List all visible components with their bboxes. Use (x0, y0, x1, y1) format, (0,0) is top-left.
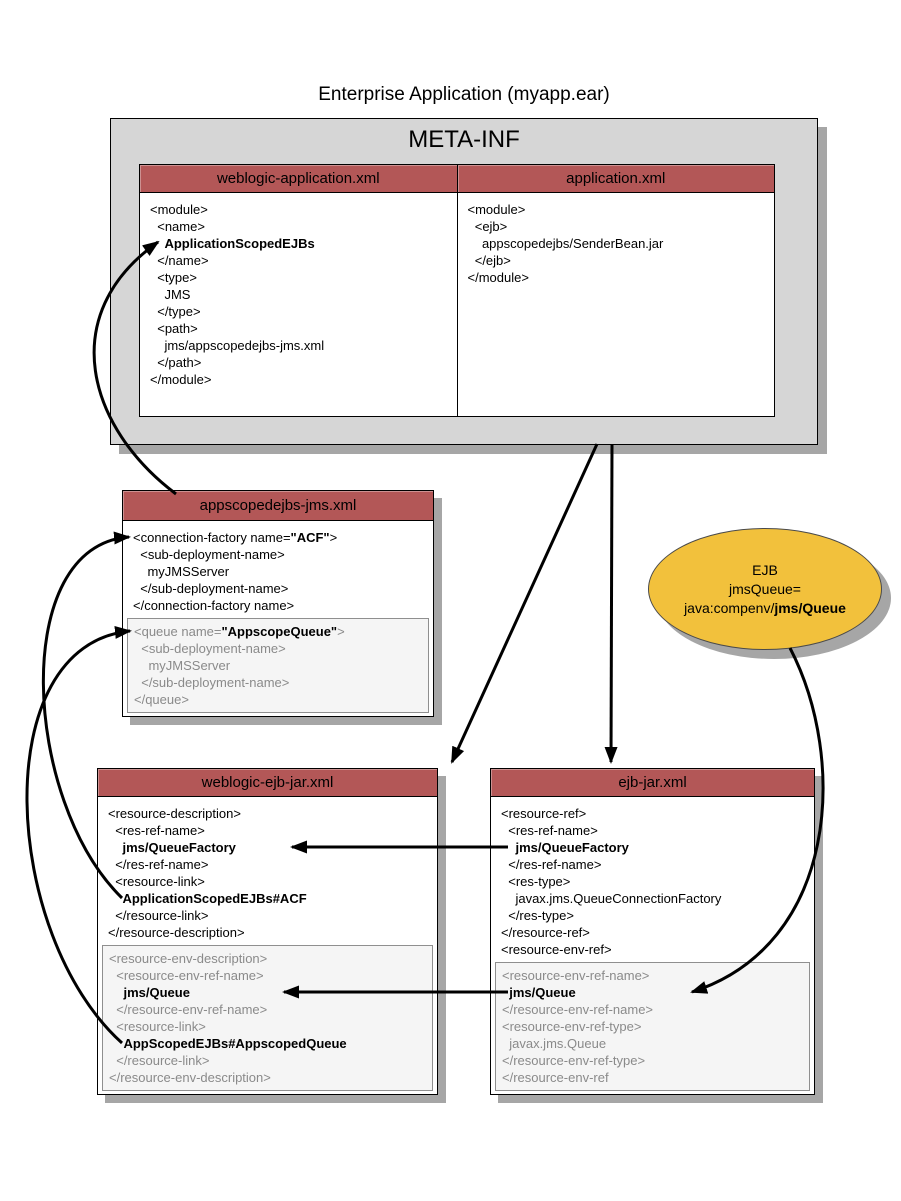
code-line: </resource-env-ref-name> (502, 1002, 654, 1017)
code-line: jms/appscopedejbs-jms.xml (150, 338, 325, 353)
code-line: </res-ref-name> (501, 857, 602, 872)
ejb-ellipse-text: EJB jmsQueue= java:compenv/jms/Queue (684, 561, 846, 618)
weblogic-application-xml-panel: weblogic-application.xml <module> <name>… (139, 164, 458, 417)
code-line: <ejb> (467, 219, 508, 234)
code-line: </connection-factory name> (133, 598, 295, 613)
code-line: java:compenv/jms/Queue (684, 599, 846, 616)
code-line: <resource-link> (109, 1019, 206, 1034)
code-line: <type> (150, 270, 197, 285)
code-line: </sub-deployment-name> (134, 675, 290, 690)
code-line: JMS (150, 287, 191, 302)
code-line: </resource-env-description> (109, 1070, 271, 1085)
application-xml-header: application.xml (457, 165, 774, 193)
code-line: <res-ref-name> (108, 823, 205, 838)
code-line: </module> (467, 270, 529, 285)
code-line: jmsQueue= (729, 580, 801, 597)
code-line: <resource-description> (108, 806, 241, 821)
code-line: </sub-deployment-name> (133, 581, 289, 596)
code-line: </queue> (134, 692, 189, 707)
code-line: jms/Queue (509, 985, 576, 1000)
resource-env-ref-code: <resource-env-ref-name> jms/Queue </resou… (495, 962, 810, 1091)
metainf-descriptor-columns: weblogic-application.xml <module> <name>… (139, 164, 776, 417)
code-line: AppScopedEJBs#AppscopedQueue (123, 1036, 347, 1051)
code-line: <res-type> (501, 874, 571, 889)
code-line: </module> (150, 372, 212, 387)
application-xml-panel: application.xml <module> <ejb> appscoped… (456, 164, 775, 417)
code-line: </res-ref-name> (108, 857, 209, 872)
code-line: <module> (467, 202, 526, 217)
code-line: <resource-env-ref-name> (502, 968, 650, 983)
code-line: </name> (150, 253, 209, 268)
code-line: </res-type> (501, 908, 574, 923)
code-line: </resource-link> (109, 1053, 210, 1068)
code-line: </ejb> (467, 253, 511, 268)
appscopedejbs-jms-xml-body: <connection-factory name="ACF"> <sub-dep… (123, 521, 433, 717)
code-line: <resource-env-ref> (501, 942, 612, 957)
code-line: myJMSServer (133, 564, 230, 579)
appscopedejbs-jms-xml-header: appscopedejbs-jms.xml (123, 491, 433, 521)
weblogic-application-xml-header: weblogic-application.xml (140, 165, 457, 193)
code-line: </resource-link> (108, 908, 209, 923)
code-line: </resource-env-ref (502, 1070, 609, 1085)
code-line: <resource-link> (108, 874, 205, 889)
code-line: jms/QueueFactory (515, 840, 629, 855)
code-line: <name> (150, 219, 205, 234)
diagram-title: Enterprise Application (myapp.ear) (318, 84, 610, 105)
code-line: jms/Queue (123, 985, 190, 1000)
code-line: <sub-deployment-name> (134, 641, 286, 656)
arrow-metainf-to-weblogic-ejb-jar (450, 443, 599, 764)
weblogic-application-xml-code: <module> <name> ApplicationScopedEJBs </… (140, 193, 457, 396)
code-line: <path> (150, 321, 198, 336)
code-line: </resource-env-ref-name> (109, 1002, 268, 1017)
code-line: <resource-ref> (501, 806, 587, 821)
code-line: <sub-deployment-name> (133, 547, 285, 562)
code-line: <connection-factory name="ACF"> (133, 530, 338, 545)
ejb-jar-xml-header: ejb-jar.xml (491, 769, 814, 797)
resource-ref-code: <resource-ref> <res-ref-name> jms/QueueF… (495, 801, 810, 962)
code-line: <resource-env-ref-type> (502, 1019, 642, 1034)
code-line: <module> (150, 202, 208, 217)
metainf-label: META-INF (408, 126, 520, 153)
resource-env-description-code: <resource-env-description> <resource-env… (102, 945, 433, 1091)
metainf-container: META-INF weblogic-application.xml <modul… (110, 118, 818, 445)
ejb-jar-xml-panel: ejb-jar.xml <resource-ref> <res-ref-name… (490, 768, 815, 1095)
application-xml-code: <module> <ejb> appscopedejbs/SenderBean.… (458, 193, 775, 294)
ejb-ellipse: EJB jmsQueue= java:compenv/jms/Queue (648, 528, 882, 650)
code-line: </resource-description> (108, 925, 245, 940)
code-line: ApplicationScopedEJBs (164, 236, 315, 251)
connection-factory-code: <connection-factory name="ACF"> <sub-dep… (127, 525, 429, 618)
weblogic-ejb-jar-xml-panel: weblogic-ejb-jar.xml <resource-descripti… (97, 768, 438, 1095)
code-line: myJMSServer (134, 658, 231, 673)
code-line: <queue name="AppscopeQueue"> (134, 624, 345, 639)
weblogic-ejb-jar-xml-body: <resource-description> <res-ref-name> jm… (98, 797, 437, 1095)
resource-description-code: <resource-description> <res-ref-name> jm… (102, 801, 433, 945)
weblogic-ejb-jar-xml-header: weblogic-ejb-jar.xml (98, 769, 437, 797)
code-line: ApplicationScopedEJBs#ACF (122, 891, 307, 906)
code-line: javax.jms.QueueConnectionFactory (501, 891, 722, 906)
code-line: </resource-ref> (501, 925, 590, 940)
code-line: EJB (752, 561, 778, 578)
code-line: <resource-env-description> (109, 951, 268, 966)
code-line: </type> (150, 304, 201, 319)
appscopedejbs-jms-xml-panel: appscopedejbs-jms.xml <connection-factor… (122, 490, 434, 717)
code-line: jms/QueueFactory (122, 840, 236, 855)
queue-code: <queue name="AppscopeQueue"> <sub-deploy… (127, 618, 429, 713)
arrow-metainf-to-ejb-jar (604, 443, 618, 764)
ejb-jar-xml-body: <resource-ref> <res-ref-name> jms/QueueF… (491, 797, 814, 1095)
code-line: </path> (150, 355, 202, 370)
code-line: <resource-env-ref-name> (109, 968, 264, 983)
code-line: appscopedejbs/SenderBean.jar (467, 236, 664, 251)
code-line: <res-ref-name> (501, 823, 598, 838)
code-line: </resource-env-ref-type> (502, 1053, 646, 1068)
code-line: javax.jms.Queue (502, 1036, 607, 1051)
